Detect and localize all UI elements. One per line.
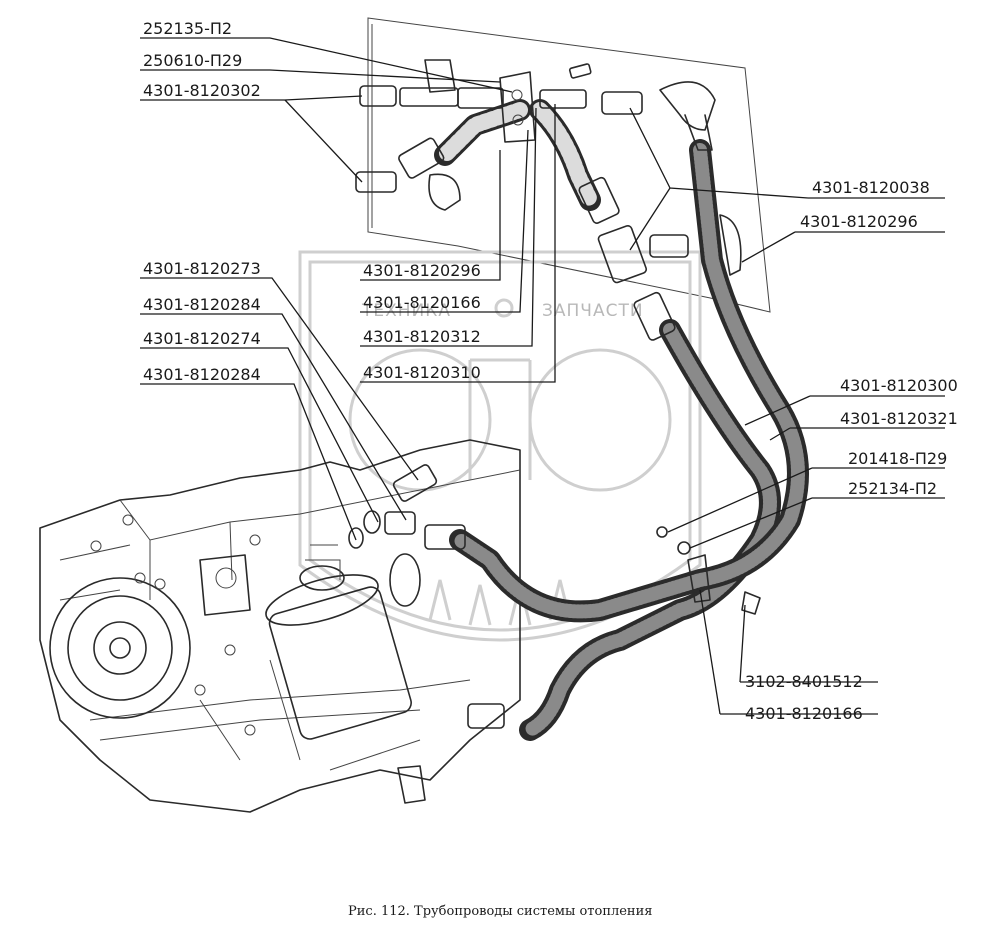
label-3102-8401512: 3102-8401512 <box>745 672 863 691</box>
tee-fitting <box>597 224 648 284</box>
part-labels: 252135-П2 250610-П29 4301-8120302 4301-8… <box>143 19 958 723</box>
label-250610-p29: 250610-П29 <box>143 51 242 70</box>
hose-upper-left <box>434 99 531 166</box>
label-4301-8120296-center: 4301-8120296 <box>363 261 481 280</box>
label-4301-8120296-right: 4301-8120296 <box>800 212 918 231</box>
hose-upper-connector <box>529 99 601 211</box>
gear-icon <box>494 298 514 318</box>
leader-lines <box>140 37 945 715</box>
figure-caption: Рис. 112. Трубопроводы системы отопления <box>348 904 652 919</box>
label-4301-8120274: 4301-8120274 <box>143 329 261 348</box>
watermark-right-text: ЗАПЧАСТИ <box>542 301 644 321</box>
engine-block <box>39 439 521 813</box>
hose-supply-long <box>449 139 809 623</box>
label-4301-8120166-center: 4301-8120166 <box>363 293 481 312</box>
label-4301-8120321: 4301-8120321 <box>840 409 958 428</box>
label-4301-8120166-bottom: 4301-8120166 <box>745 704 863 723</box>
label-4301-8120300: 4301-8120300 <box>840 376 958 395</box>
watermark-left-text: ТЕХНИКА <box>361 301 451 321</box>
label-4301-8120302: 4301-8120302 <box>143 81 261 100</box>
label-4301-8120284-b: 4301-8120284 <box>143 365 261 384</box>
crank-pulley <box>49 577 191 719</box>
label-252135-p2: 252135-П2 <box>143 19 232 38</box>
label-4301-8120038: 4301-8120038 <box>812 178 930 197</box>
label-4301-8120284-a: 4301-8120284 <box>143 295 261 314</box>
label-201418-p29: 201418-П29 <box>848 449 947 468</box>
label-4301-8120312: 4301-8120312 <box>363 327 481 346</box>
label-252134-p2: 252134-П2 <box>848 479 937 498</box>
label-4301-8120273: 4301-8120273 <box>143 259 261 278</box>
label-4301-8120310: 4301-8120310 <box>363 363 481 382</box>
oil-filter <box>268 586 412 740</box>
